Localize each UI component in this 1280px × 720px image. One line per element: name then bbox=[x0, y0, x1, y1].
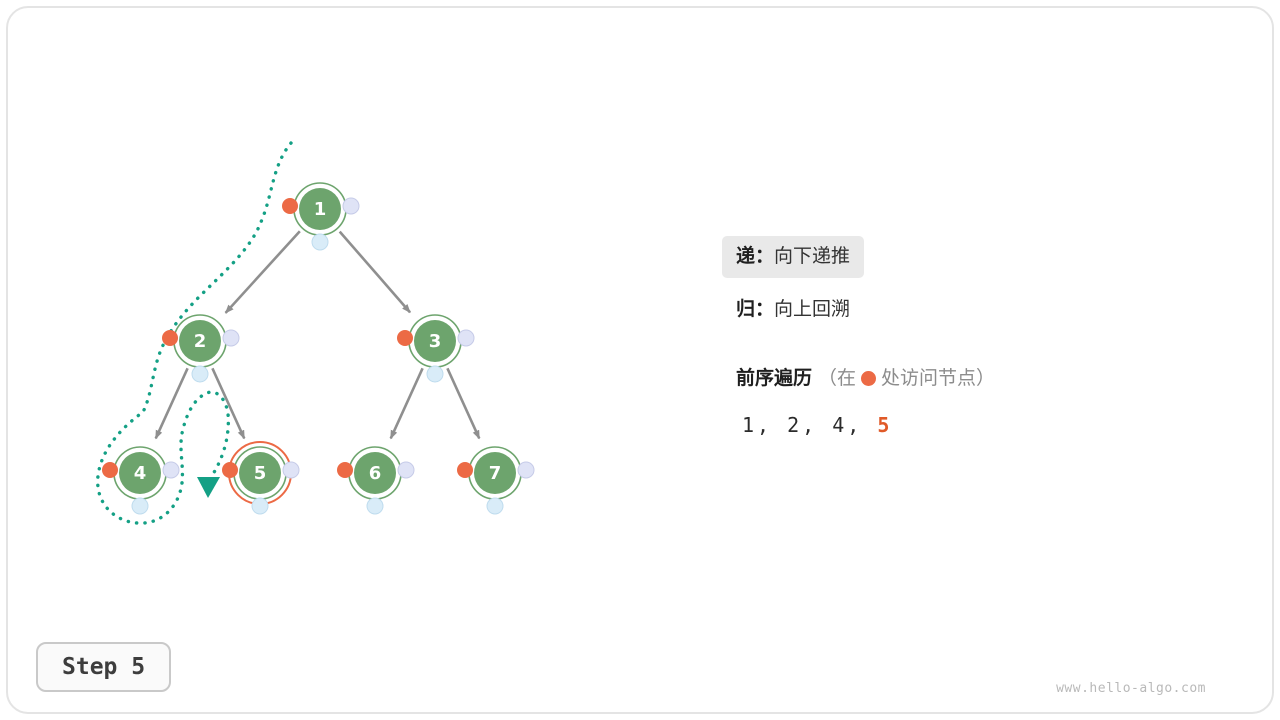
postorder-visit-dot bbox=[342, 197, 360, 215]
inorder-visit-dot bbox=[426, 365, 444, 383]
tree-node-3: 3 bbox=[397, 314, 475, 383]
legend-traversal: 前序遍历（在 处访问节点） bbox=[736, 367, 995, 391]
tree-node-1: 1 bbox=[282, 182, 360, 251]
node-circle bbox=[474, 452, 516, 494]
inorder-visit-dot bbox=[486, 497, 504, 515]
inorder-visit-dot bbox=[311, 233, 329, 251]
preorder-visit-dot bbox=[162, 330, 178, 346]
postorder-visit-dot bbox=[517, 461, 535, 479]
postorder-visit-dot bbox=[457, 329, 475, 347]
postorder-visit-dot bbox=[282, 461, 300, 479]
inorder-visit-dot bbox=[191, 365, 209, 383]
postorder-visit-dot bbox=[222, 329, 240, 347]
traversal-arrow-icon bbox=[197, 477, 220, 498]
postorder-visit-dot bbox=[397, 461, 415, 479]
preorder-visit-dot bbox=[337, 462, 353, 478]
tree-edge-2-4 bbox=[154, 367, 189, 440]
inorder-visit-dot bbox=[131, 497, 149, 515]
preorder-visit-dot bbox=[222, 462, 238, 478]
node-circle bbox=[299, 188, 341, 230]
tree-node-4: 4 bbox=[102, 446, 180, 515]
node-circle bbox=[119, 452, 161, 494]
tree-edges-layer bbox=[154, 230, 481, 440]
node-label: 5 bbox=[254, 463, 267, 484]
tree-node-2: 2 bbox=[162, 314, 240, 383]
traversal-note-close: 处访问节点） bbox=[881, 368, 996, 389]
postorder-visit-dot bbox=[162, 461, 180, 479]
tree-edge-1-3 bbox=[338, 230, 412, 314]
node-circle bbox=[354, 452, 396, 494]
tree-node-5: 5 bbox=[222, 441, 300, 515]
recurse-key: 递： bbox=[736, 246, 775, 267]
node-circle bbox=[179, 320, 221, 362]
node-label: 7 bbox=[489, 463, 502, 484]
legend-recurse: 递：向下递推 bbox=[722, 236, 865, 278]
node-label: 1 bbox=[314, 199, 327, 220]
visit-sequence: 1, 2, 4, 5 bbox=[742, 413, 892, 437]
tree-edge-1-2 bbox=[224, 230, 301, 314]
node-label: 2 bbox=[194, 331, 207, 352]
sequence-current: 5 bbox=[877, 413, 893, 437]
legend-return: 归：向上回溯 bbox=[736, 298, 850, 322]
sequence-visited: 1, 2, 4, bbox=[742, 413, 878, 437]
preorder-visit-dot bbox=[282, 198, 298, 214]
node-circle bbox=[414, 320, 456, 362]
recurse-value: 向下递推 bbox=[774, 246, 851, 267]
inorder-visit-dot bbox=[251, 497, 269, 515]
preorder-marker-icon bbox=[861, 371, 877, 386]
return-value: 向上回溯 bbox=[774, 299, 851, 320]
tree-edge-3-7 bbox=[446, 367, 481, 440]
tree-node-6: 6 bbox=[337, 446, 415, 515]
step-badge: Step 5 bbox=[36, 642, 172, 692]
traversal-note-open: （在 bbox=[818, 368, 857, 389]
watermark: www.hello-algo.com bbox=[1056, 681, 1206, 696]
node-circle bbox=[239, 452, 281, 494]
preorder-visit-dot bbox=[457, 462, 473, 478]
node-label: 6 bbox=[369, 463, 382, 484]
preorder-visit-dot bbox=[397, 330, 413, 346]
tree-node-7: 7 bbox=[457, 446, 535, 515]
tree-edge-3-6 bbox=[389, 367, 424, 440]
inorder-visit-dot bbox=[366, 497, 384, 515]
traversal-trace-path bbox=[96, 141, 293, 525]
tree-nodes-layer: 1 2 3 4 5 6 7 bbox=[102, 182, 535, 515]
return-key: 归： bbox=[736, 299, 775, 320]
preorder-visit-dot bbox=[102, 462, 118, 478]
tree-edge-2-5 bbox=[211, 367, 246, 440]
traversal-title: 前序遍历 bbox=[736, 368, 813, 389]
node-label: 3 bbox=[429, 331, 442, 352]
node-label: 4 bbox=[134, 463, 147, 484]
